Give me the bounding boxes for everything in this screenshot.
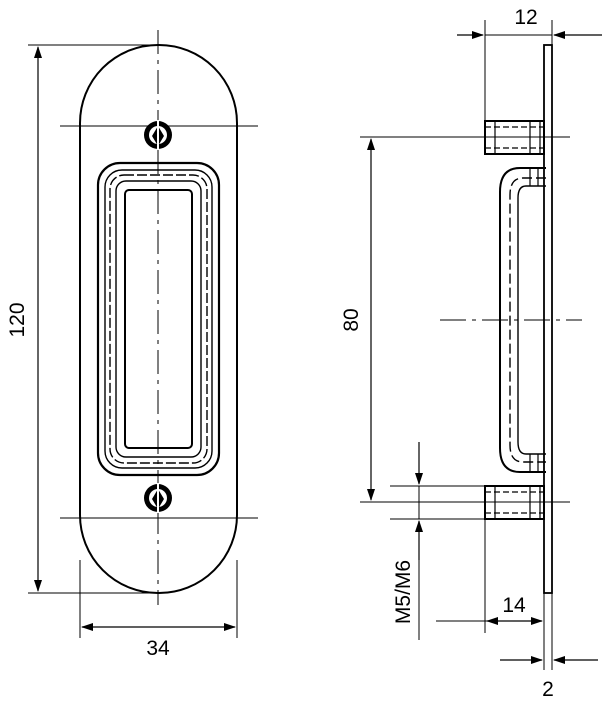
lower-screw-hole — [144, 483, 172, 513]
plate-thickness-label: 2 — [542, 678, 554, 701]
depth-total-label: 12 — [514, 6, 537, 29]
height-label: 120 — [6, 302, 29, 337]
cup-profile-inner — [509, 177, 546, 463]
upper-screw-hole — [144, 120, 172, 150]
thread-label: M5/M6 — [392, 560, 415, 624]
front-view — [28, 30, 258, 638]
hole-spacing-label: 80 — [340, 308, 363, 331]
body-depth-label: 14 — [502, 594, 526, 617]
side-plate — [543, 44, 553, 594]
width-label: 34 — [146, 637, 170, 660]
side-view — [360, 20, 602, 670]
